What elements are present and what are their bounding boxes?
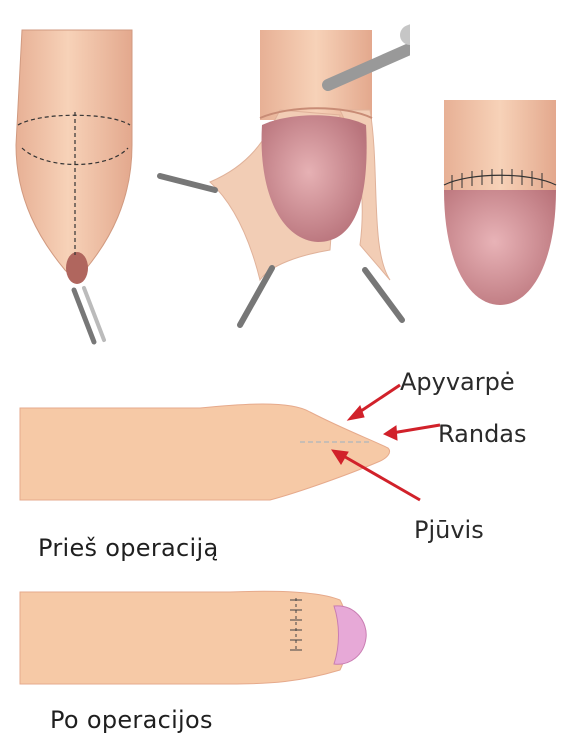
penis-marked-incision-figure — [0, 0, 160, 350]
label-incision: Pjūvis — [414, 516, 484, 544]
after-operation-shape — [0, 580, 564, 690]
label-foreskin: Apyvarpė — [400, 368, 515, 396]
label-scar: Randas — [438, 420, 527, 448]
illustration-step-1 — [0, 0, 160, 350]
penis-sutured-figure — [430, 90, 564, 320]
after-operation-diagram — [0, 580, 564, 690]
caption-after-operation: Po operacijos — [50, 706, 213, 734]
illustration-step-2 — [140, 0, 410, 350]
caption-before-operation: Prieš operaciją — [38, 534, 218, 562]
penis-retracted-foreskin-figure — [140, 0, 410, 350]
illustration-step-3 — [430, 90, 564, 320]
